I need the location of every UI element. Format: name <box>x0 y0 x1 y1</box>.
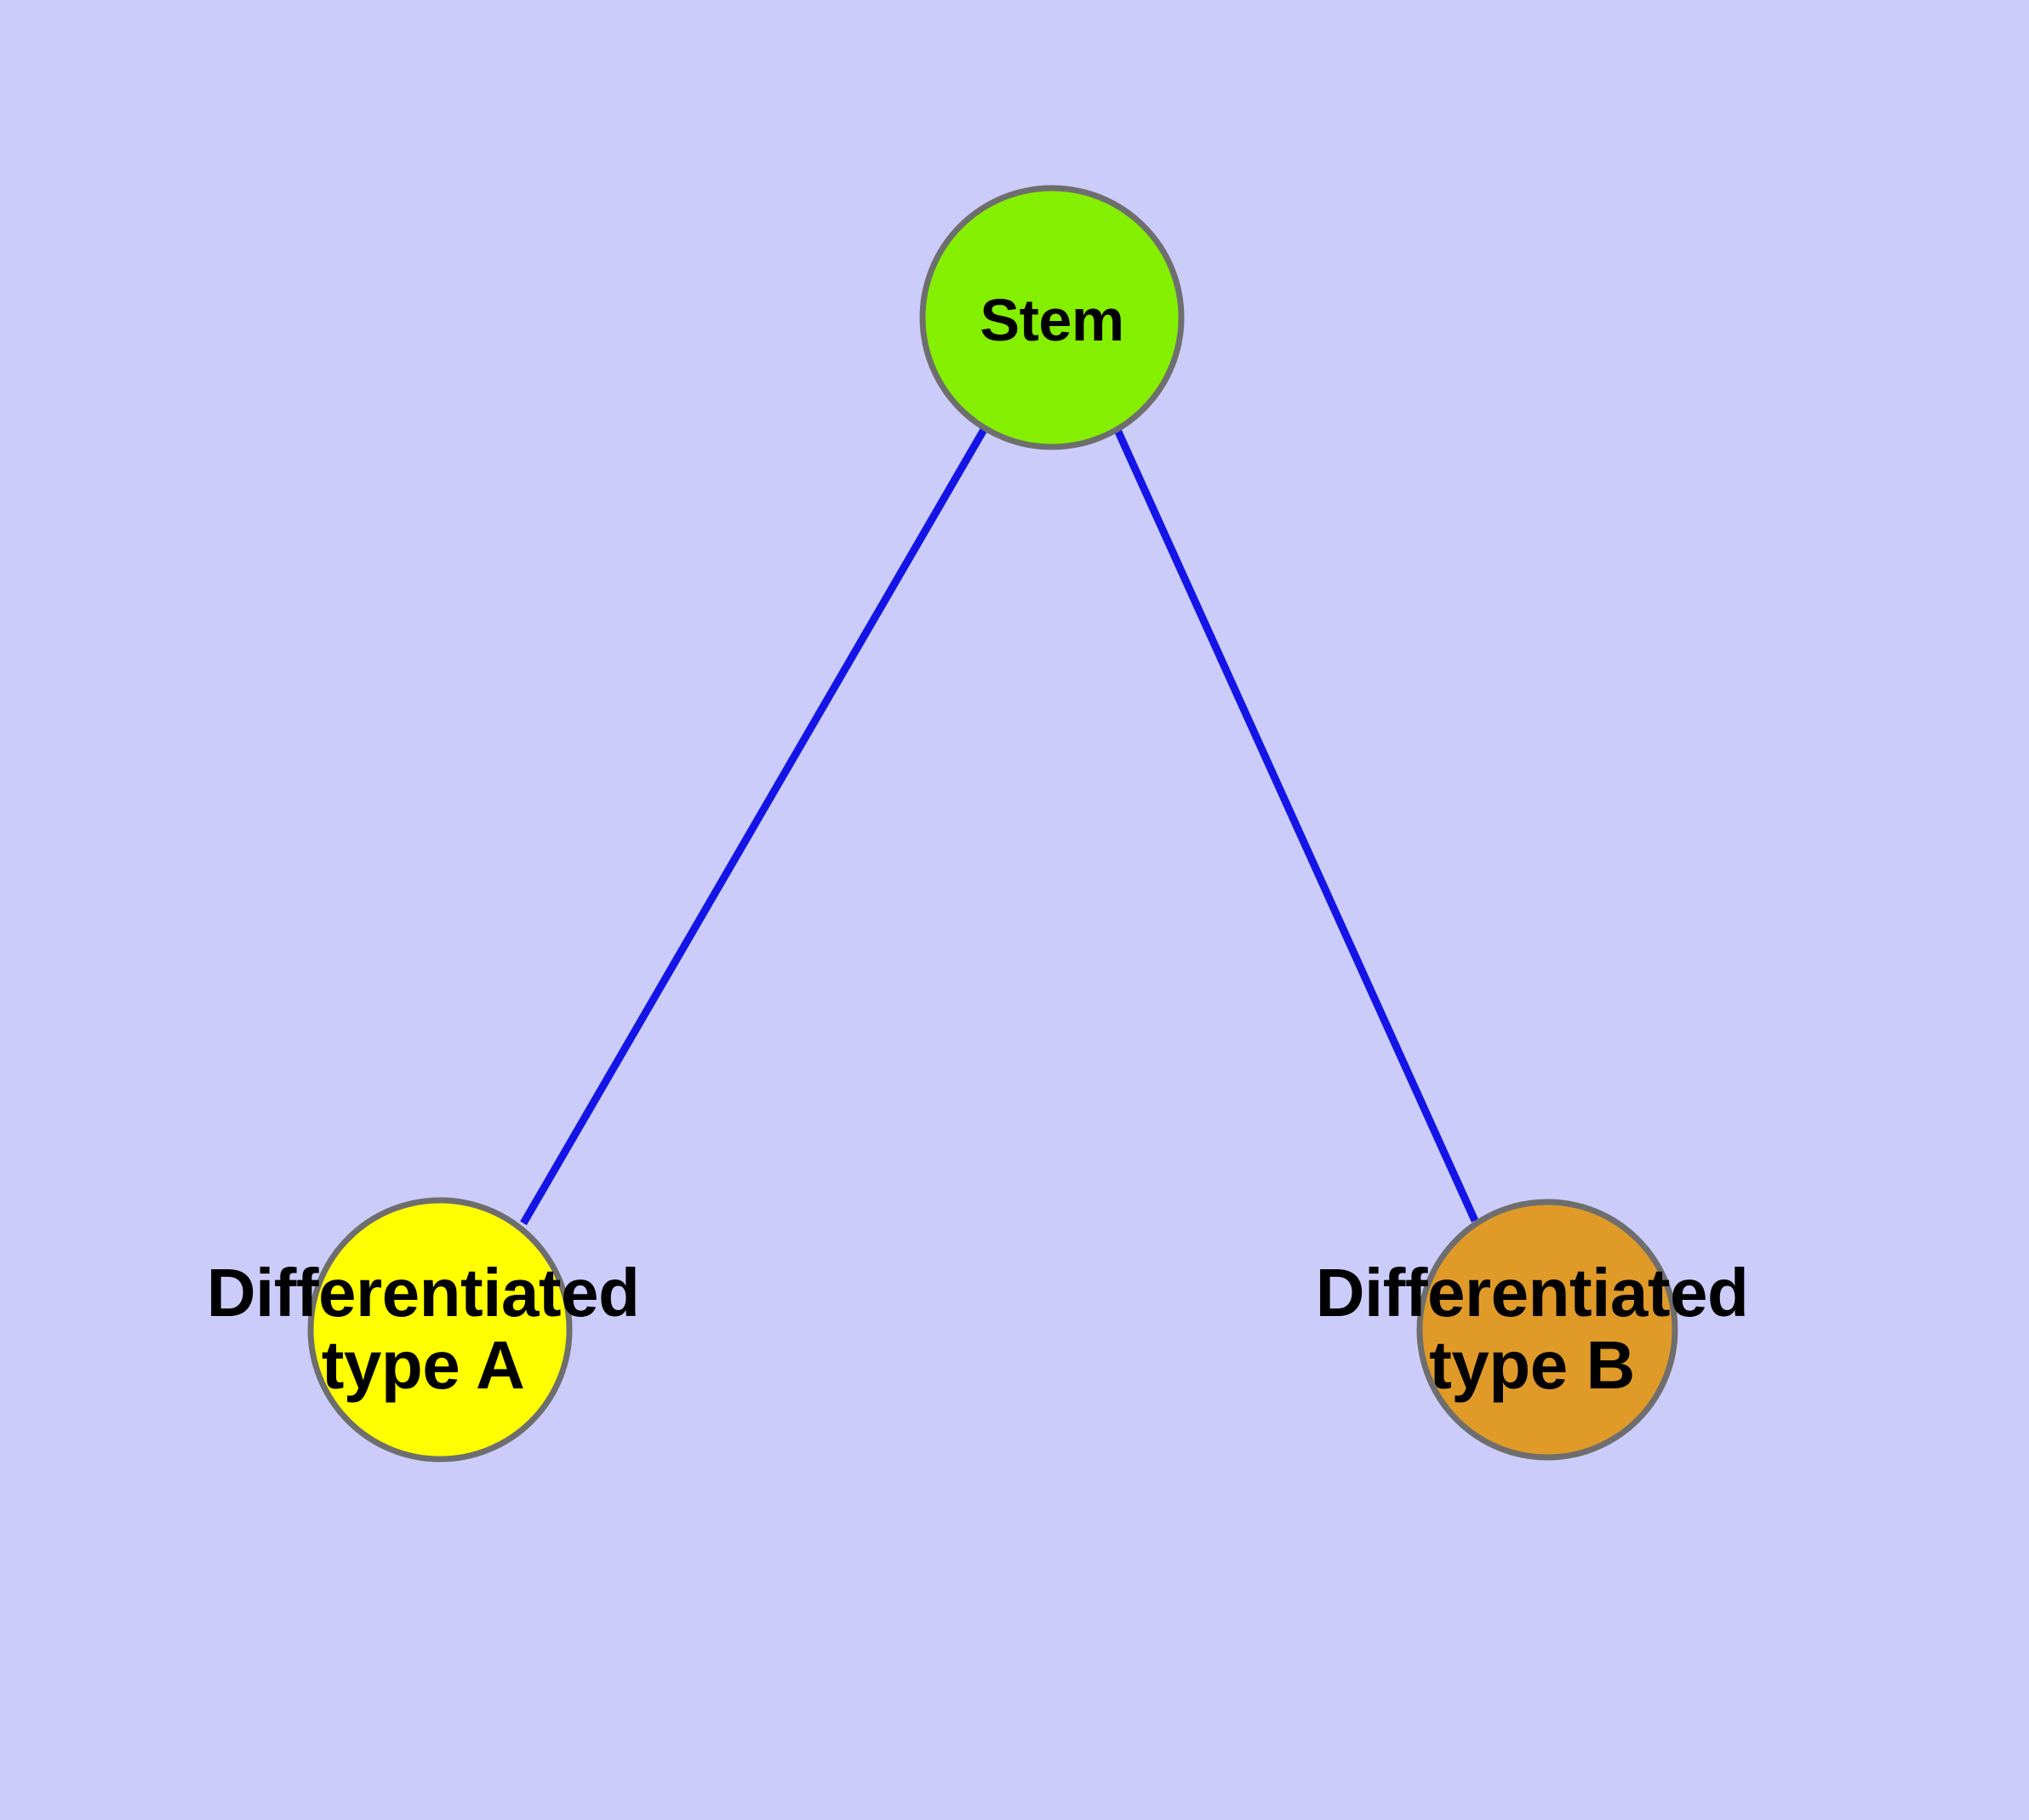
edge-stem-to-type-a[interactable] <box>520 426 988 1226</box>
edge-layer <box>520 426 1479 1226</box>
node-differentiated-type-b-circle[interactable] <box>1416 1199 1678 1461</box>
node-layer <box>307 185 1678 1462</box>
node-stem-circle[interactable] <box>919 185 1185 450</box>
node-differentiated-type-a-circle[interactable] <box>307 1197 573 1462</box>
edge-stem-to-type-b[interactable] <box>1113 428 1479 1222</box>
